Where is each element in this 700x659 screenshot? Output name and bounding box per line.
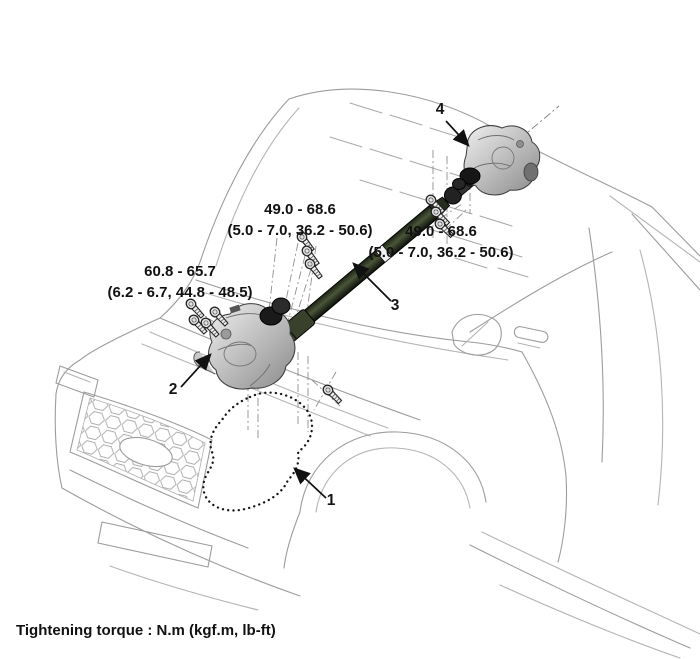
torque-value-nm: 49.0 - 68.6 [405,223,477,240]
callout-number-2: 2 [168,381,178,398]
torque-value-kgfm-lbft: (5.0 - 7.0, 36.2 - 50.6) [227,222,373,239]
torque-label-transfer-case: 60.8 - 65.7 (6.2 - 6.7, 44.8 - 48.5) [107,261,252,303]
callout-arrows [180,120,470,499]
tightening-torque-note: Tightening torque : N.m (kgf.m, lb-ft) [16,622,276,639]
callout-arrow-2 [180,353,212,388]
callout-arrow-1 [293,467,327,499]
torque-value-kgfm-lbft: (5.0 - 7.0, 36.2 - 50.6) [368,244,514,261]
torque-label-propshaft-rear: 49.0 - 68.6 (5.0 - 7.0, 36.2 - 50.6) [368,221,513,263]
torque-value-nm: 60.8 - 65.7 [144,263,216,280]
vehicle-outline [54,88,700,659]
door-handle [513,326,549,349]
torque-value-kgfm-lbft: (6.2 - 6.7, 44.8 - 48.5) [107,284,253,301]
bolt-icon [302,256,325,281]
rear-coupling [452,125,541,196]
torque-value-nm: 49.0 - 68.6 [264,201,336,218]
callout-number-3: 3 [390,297,400,314]
front-grille [69,391,213,509]
shaft-balance-band [374,244,393,263]
callout-number-4: 4 [435,101,445,118]
callout-arrow-3 [352,262,392,302]
windshield-glass-hatch [329,102,529,278]
callout-arrow-4 [445,120,470,147]
engine-area-dashed-outline [202,391,314,512]
side-mirror [451,314,502,356]
torque-label-propshaft-front: 49.0 - 68.6 (5.0 - 7.0, 36.2 - 50.6) [227,199,372,241]
brand-logo [119,436,173,468]
callout-number-1: 1 [326,492,336,509]
input-flange-boot [459,167,481,185]
headlight [55,365,99,398]
bolt-icon [320,382,344,406]
transfer-case [193,297,296,390]
